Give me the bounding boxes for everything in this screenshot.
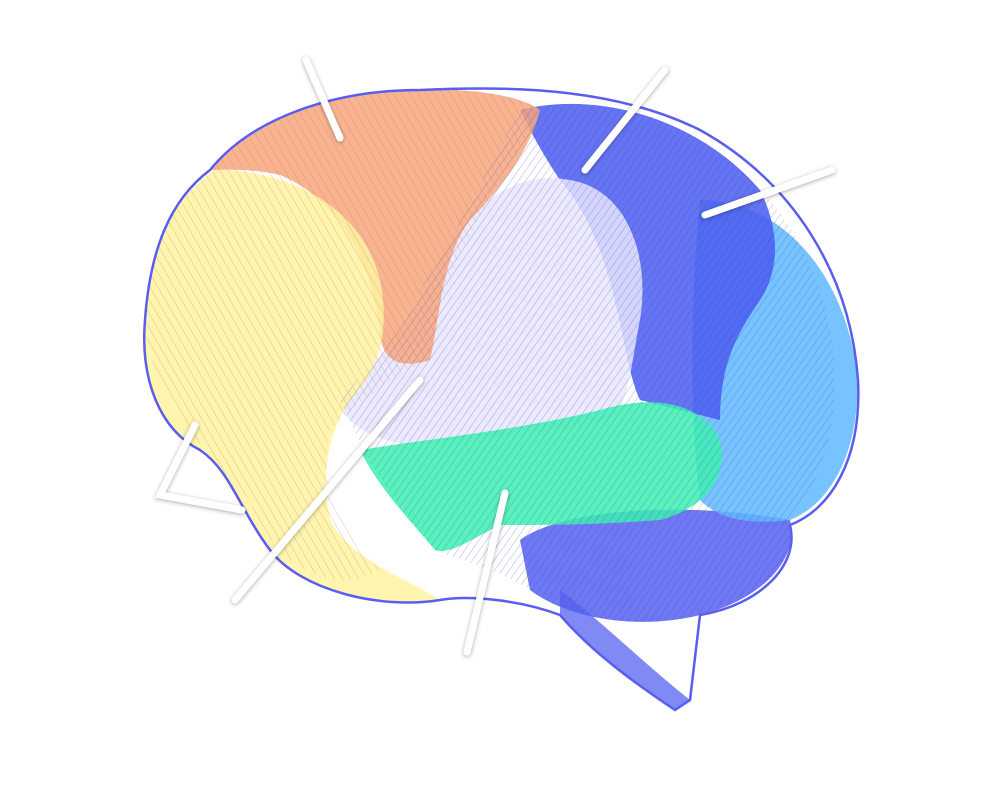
leader-line bbox=[154, 421, 246, 514]
leader-line bbox=[302, 56, 344, 142]
leader-line bbox=[231, 376, 424, 604]
brainstem-region bbox=[560, 590, 690, 710]
leader-line bbox=[581, 66, 669, 174]
brain-outline bbox=[143, 87, 860, 712]
leader-lines bbox=[154, 56, 836, 656]
leader-line bbox=[701, 166, 836, 219]
hatching-texture bbox=[145, 89, 835, 622]
leader-line bbox=[463, 489, 509, 656]
